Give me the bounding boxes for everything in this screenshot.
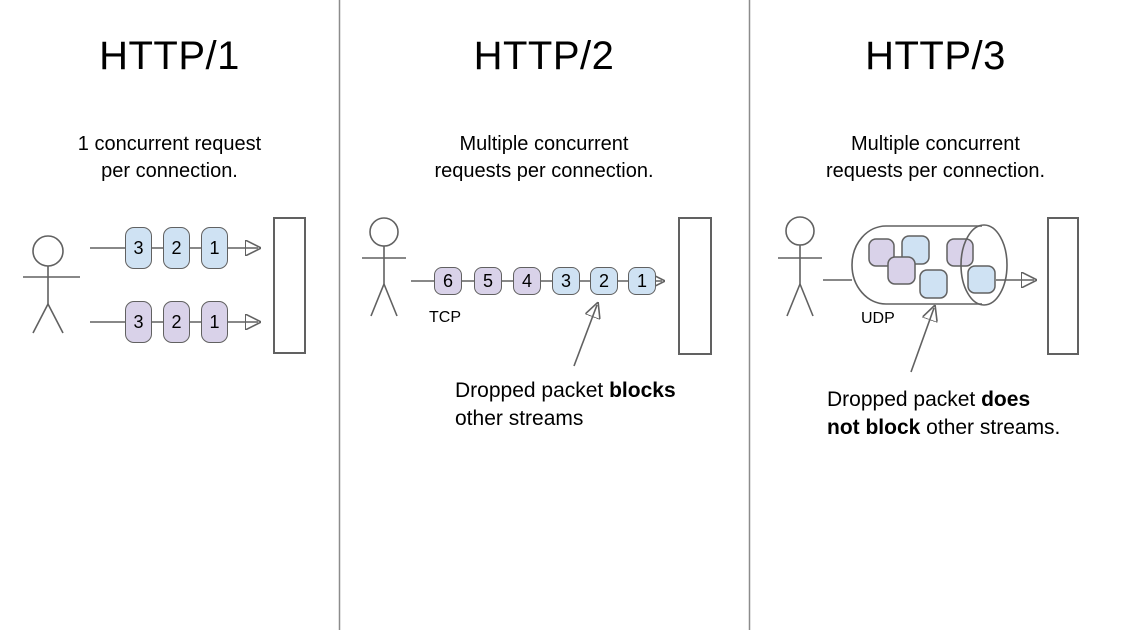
transport-label-tcp: TCP (429, 309, 461, 326)
client-person-icon (23, 235, 80, 334)
dropped-packet-note-http2: Dropped packet blocks other streams (455, 377, 705, 433)
http1-graphic (23, 217, 306, 354)
packet-box: 3 (125, 301, 152, 343)
packet-box (887, 256, 916, 285)
note-line: Dropped packet blocks (455, 379, 676, 402)
http2-graphic (362, 217, 712, 367)
panel-title-http1: HTTP/1 (99, 34, 240, 78)
packet-box: 3 (552, 267, 580, 295)
transport-label-udp: UDP (861, 310, 895, 327)
packet-box: 1 (628, 267, 656, 295)
packet-box (967, 265, 996, 294)
http3-graphic (778, 216, 1079, 373)
packet-box: 4 (513, 267, 541, 295)
packet-box: 6 (434, 267, 462, 295)
packet-box: 1 (201, 227, 228, 269)
dropped-packet-note-http3: Dropped packet does not block other stre… (827, 386, 1082, 442)
panel-caption-http3: Multiple concurrent requests per connect… (825, 133, 1046, 182)
note-line: not block other streams. (827, 416, 1061, 439)
panel-caption-http2: Multiple concurrent requests per connect… (434, 133, 654, 182)
packet-box: 1 (201, 301, 228, 343)
dropped-packet-arrow (910, 308, 934, 373)
udp-tunnel-mouth (960, 224, 1008, 306)
packet-box: 5 (474, 267, 502, 295)
panel-caption-http1: 1 concurrent request per connection. (77, 133, 262, 182)
panel-title-http2: HTTP/2 (473, 34, 615, 78)
packet-box: 2 (590, 267, 618, 295)
packet-box (868, 238, 895, 267)
server-box (1047, 217, 1079, 355)
client-person-icon (778, 216, 822, 317)
packet-box: 2 (163, 301, 190, 343)
dropped-packet-arrow (573, 305, 597, 367)
server-box (273, 217, 306, 354)
packet-box: 2 (163, 227, 190, 269)
note-line: other streams (455, 407, 584, 430)
udp-tunnel-body (851, 225, 982, 305)
server-box (678, 217, 712, 355)
packet-box (919, 269, 948, 299)
packet-box: 3 (125, 227, 152, 269)
packet-box (946, 238, 974, 267)
client-person-icon (362, 217, 406, 317)
panel-title-http3: HTTP/3 (865, 34, 1006, 78)
note-line: Dropped packet does (827, 388, 1031, 411)
